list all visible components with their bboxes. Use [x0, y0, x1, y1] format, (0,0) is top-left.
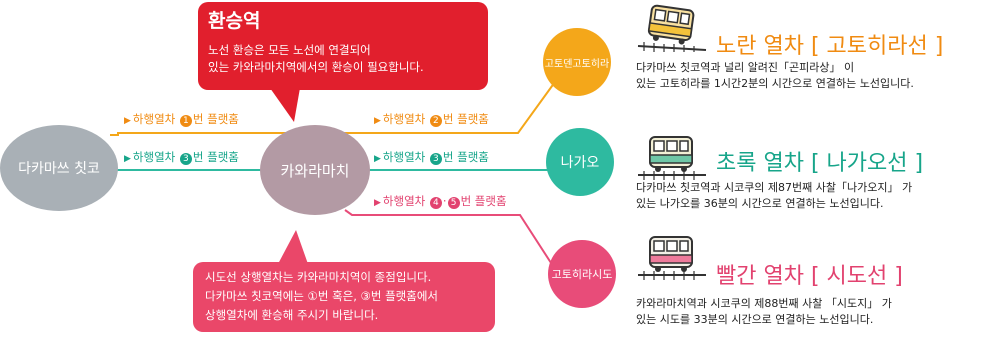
shido-line-note-callout: 시도선 상행열차는 카와라마치역이 종점입니다. 다카마쓰 칫코역에는 ①번 혹… — [193, 262, 495, 332]
red-line-title: 빨간 열차 [ 시도선 ] — [716, 264, 903, 289]
callout-body: 노선 환승은 모든 노선에 연결되어 있는 카와라마치역에서의 환승이 필요합니… — [208, 43, 424, 74]
callout-title: 환승역 — [208, 10, 261, 32]
station-label: 고토히라시도 — [551, 268, 613, 281]
station-takamatsu-chikko: 다카마쓰 칫코 — [0, 125, 118, 211]
green-line-description: 다카마쓰 칫코역과 시코쿠의 제87번째 사찰「나가오지」 가 있는 나가오를 … — [636, 181, 913, 210]
train-green-icon — [638, 136, 706, 180]
red-route-line — [344, 209, 554, 267]
station-kotoden-kotohira: 고토덴고토히라 — [543, 28, 611, 96]
yellow-line-title: 노란 열차 [ 고토히라선 ] — [716, 34, 944, 59]
station-label: 카와라마치 — [280, 161, 350, 180]
station-kotohira-shido: 고토히라시도 — [548, 240, 616, 308]
train-red-icon — [638, 236, 706, 280]
station-kawaramachi: 카와라마치 — [260, 125, 370, 215]
transfer-station-callout: 환승역 노선 환승은 모든 노선에 연결되어 있는 카와라마치역에서의 환승이 … — [198, 2, 488, 90]
transfer-bubble-pointer — [270, 88, 300, 122]
station-label: 다카마쓰 칫코 — [18, 161, 100, 177]
green-line-title: 초록 열차 [ 나가오선 ] — [716, 151, 924, 176]
station-nagao: 나가오 — [546, 128, 614, 196]
note-bubble-pointer — [278, 230, 308, 264]
yellow-line-description: 다카마쓰 칫코역과 널리 알려진「곤피라상」 이 있는 고토히라를 1시간2분의… — [636, 61, 914, 90]
yellow-route-line — [110, 74, 561, 136]
callout-body: 시도선 상행열차는 카와라마치역이 종점입니다. 다카마쓰 칫코역에는 ①번 혹… — [205, 270, 438, 322]
train-yellow-icon — [637, 4, 707, 52]
station-label: 고토덴고토히라 — [544, 58, 610, 70]
red-line-description: 카와라마치역과 시코쿠의 제88번째 사찰 「시도지」 가 있는 시도를 33분… — [636, 297, 892, 326]
station-label: 나가오 — [560, 155, 600, 171]
